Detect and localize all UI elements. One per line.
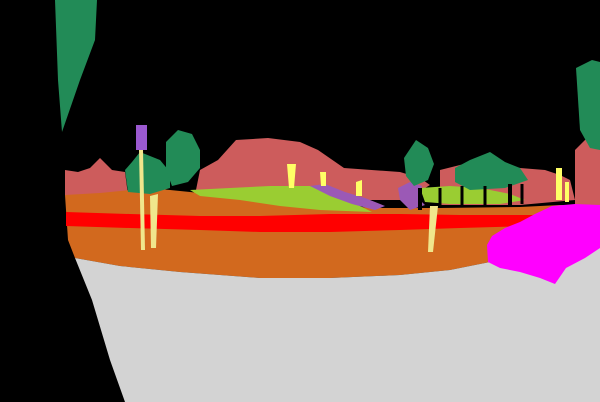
- pole-region: [139, 150, 438, 252]
- vehicle-region: [487, 204, 600, 284]
- marker-region: [136, 125, 147, 150]
- vegetation-region: [55, 0, 600, 194]
- fence-region: [418, 184, 524, 210]
- road-region: [75, 240, 600, 402]
- ground-region: [65, 188, 600, 278]
- sign-region: [287, 164, 569, 202]
- red-stripe-region: [66, 212, 575, 232]
